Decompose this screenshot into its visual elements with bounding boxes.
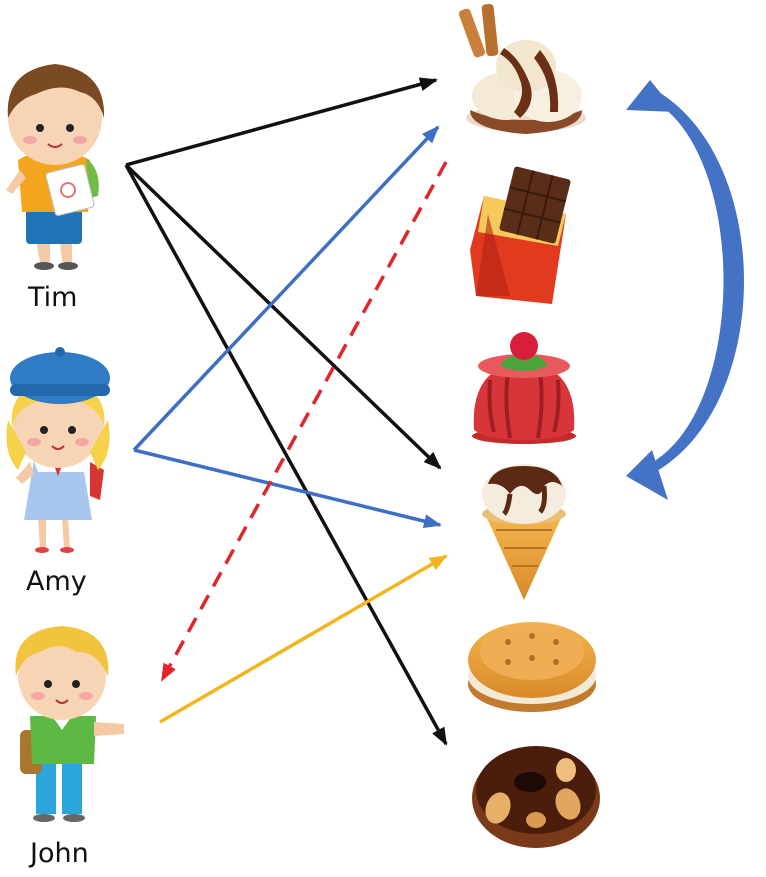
sandwich-biscuit-icon — [468, 622, 596, 712]
chocolate-donut-icon — [472, 746, 600, 848]
arrow-tim-to-donut — [124, 164, 448, 746]
similarity-curved-arrow — [626, 80, 744, 500]
link-arrows — [124, 77, 448, 746]
jelly-pudding-icon — [472, 332, 576, 444]
chocolate-bar-icon — [470, 166, 571, 304]
arrow-amy-to-cone — [133, 448, 442, 528]
arrow-tim-to-sundae — [125, 77, 438, 167]
ice-cream-cone-icon — [482, 464, 566, 600]
ice-cream-sundae-icon — [458, 3, 586, 134]
person-name-amy: Amy — [26, 566, 87, 597]
arrow-john-to-cone — [159, 554, 448, 724]
arrow-amy-to-sundae — [132, 125, 440, 452]
john-avatar — [15, 626, 124, 822]
person-name-john: John — [30, 838, 89, 869]
amy-avatar — [6, 347, 110, 553]
tim-avatar — [6, 64, 105, 270]
arrow-tim-to-cone — [124, 163, 442, 470]
person-name-tim: Tim — [28, 282, 78, 313]
arrow-recommend-sundae-to-john — [160, 161, 448, 682]
